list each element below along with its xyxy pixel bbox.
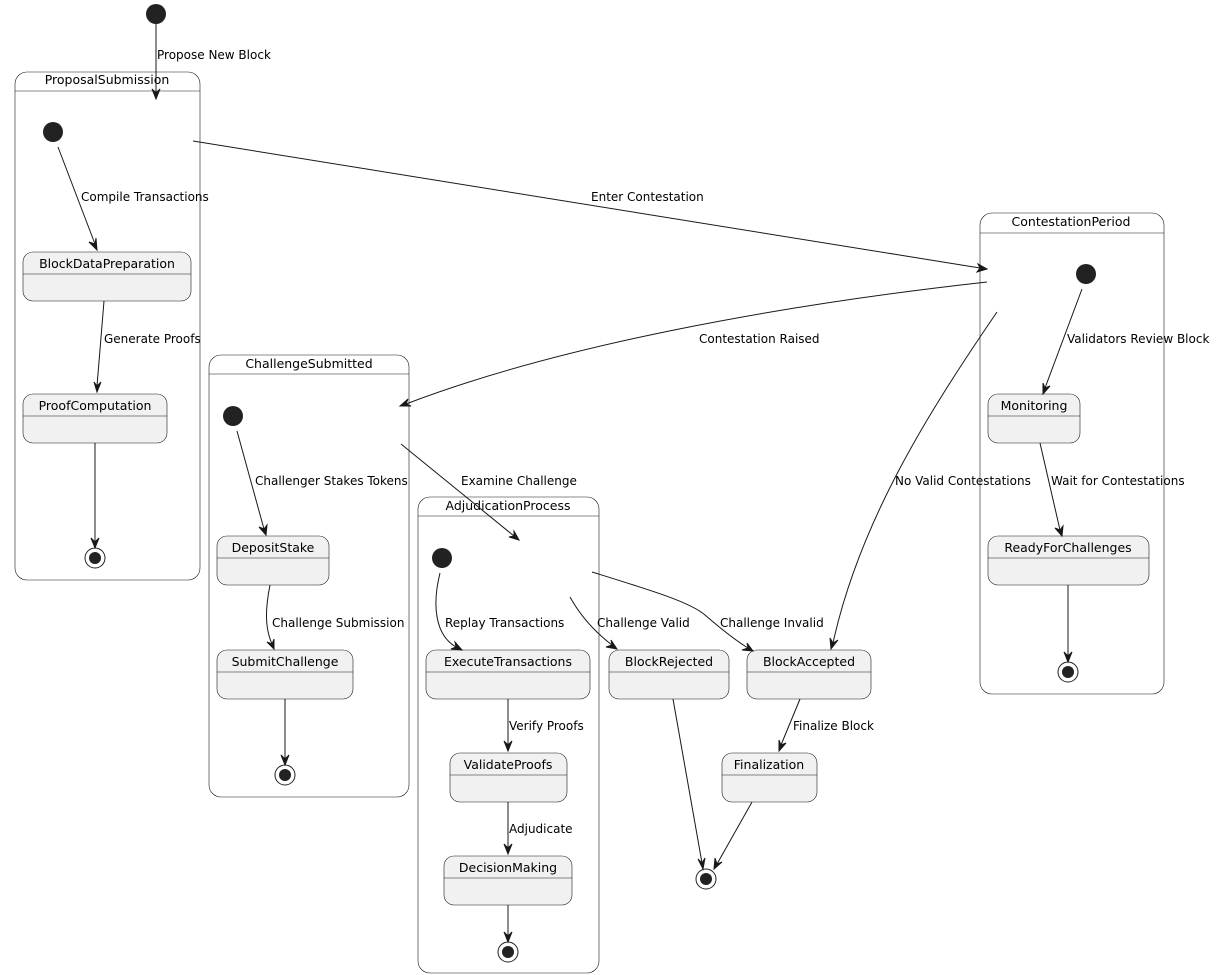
transition-ready-for-challenges-end [1063, 585, 1073, 664]
initial-state-adjudication-process [432, 548, 452, 568]
transition-finalization-end [713, 801, 753, 871]
svg-text:ValidateProofs: ValidateProofs [464, 757, 553, 772]
svg-text:Wait for Contestations: Wait for Contestations [1051, 474, 1185, 488]
svg-text:Adjudicate: Adjudicate [509, 822, 573, 836]
transition-validators-review-block: Validators Review Block [1042, 288, 1209, 396]
composite-title-challenge-submitted: ChallengeSubmitted [245, 356, 372, 371]
transition-submit-challenge-end [280, 699, 290, 767]
svg-text:Challenge Submission: Challenge Submission [272, 616, 404, 630]
svg-text:SubmitChallenge: SubmitChallenge [232, 654, 339, 669]
state-ready-for-challenges: ReadyForChallenges [987, 535, 1150, 586]
final-state-challenge-submitted [274, 764, 296, 786]
state-proof-computation: ProofComputation [22, 393, 168, 444]
final-state-main [695, 868, 717, 890]
svg-text:Examine Challenge: Examine Challenge [461, 474, 577, 488]
composite-title-proposal-submission: ProposalSubmission [45, 72, 170, 87]
transition-verify-proofs: Verify Proofs [503, 699, 584, 753]
transition-enter-contestation: Enter Contestation [192, 140, 989, 273]
transition-challenge-invalid: Challenge Invalid [591, 571, 824, 652]
initial-state-proposal-submission [43, 122, 63, 142]
svg-text:Contestation Raised: Contestation Raised [699, 332, 820, 346]
initial-state-contestation-period [1076, 264, 1096, 284]
svg-text:Compile Transactions: Compile Transactions [81, 190, 209, 204]
state-block-accepted: BlockAccepted [746, 649, 872, 700]
svg-text:Challenge Valid: Challenge Valid [597, 616, 690, 630]
transition-examine-challenge: Examine Challenge [400, 443, 577, 541]
state-execute-transactions: ExecuteTransactions [425, 649, 591, 700]
svg-text:Monitoring: Monitoring [1001, 398, 1068, 413]
svg-text:DecisionMaking: DecisionMaking [459, 860, 557, 875]
composite-contestation-period: ContestationPeriod [979, 212, 1165, 695]
state-block-rejected: BlockRejected [608, 649, 730, 700]
svg-text:Propose New Block: Propose New Block [157, 48, 271, 62]
transition-decision-making-end [503, 905, 513, 944]
svg-text:DepositStake: DepositStake [232, 540, 315, 555]
state-deposit-stake: DepositStake [216, 535, 330, 586]
initial-state-challenge-submitted [223, 406, 243, 426]
svg-text:Replay Transactions: Replay Transactions [445, 616, 564, 630]
svg-text:ReadyForChallenges: ReadyForChallenges [1004, 540, 1131, 555]
svg-text:Verify Proofs: Verify Proofs [509, 719, 584, 733]
transition-compile-transactions: Compile Transactions [57, 146, 209, 252]
transition-replay-transactions: Replay Transactions [435, 572, 564, 651]
transition-challenge-valid: Challenge Valid [569, 596, 690, 650]
state-monitoring: Monitoring [987, 393, 1081, 444]
svg-text:No Valid Contestations: No Valid Contestations [895, 474, 1031, 488]
transition-adjudicate: Adjudicate [503, 802, 573, 856]
transition-propose-new-block: Propose New Block [151, 24, 271, 101]
transition-challenge-submission: Challenge Submission [266, 584, 404, 651]
transition-no-valid-contestations: No Valid Contestations [829, 311, 1031, 651]
svg-text:Finalization: Finalization [734, 757, 804, 772]
svg-text:Generate Proofs: Generate Proofs [104, 332, 201, 346]
svg-text:Validators Review Block: Validators Review Block [1067, 332, 1209, 346]
transition-proof-computation-end [90, 443, 100, 550]
state-submit-challenge: SubmitChallenge [216, 649, 354, 700]
svg-text:BlockDataPreparation: BlockDataPreparation [39, 256, 175, 271]
state-finalization: Finalization [721, 752, 818, 803]
transition-block-rejected-end [672, 698, 706, 871]
final-state-adjudication-process [497, 941, 519, 963]
final-state-proposal-submission [84, 547, 106, 569]
svg-text:Enter Contestation: Enter Contestation [591, 190, 704, 204]
transition-finalize-block: Finalize Block [778, 698, 874, 753]
svg-text:Finalize Block: Finalize Block [793, 719, 874, 733]
composite-title-adjudication-process: AdjudicationProcess [446, 498, 571, 513]
state-decision-making: DecisionMaking [443, 855, 573, 906]
svg-text:ExecuteTransactions: ExecuteTransactions [444, 654, 572, 669]
svg-text:Challenge Invalid: Challenge Invalid [720, 616, 824, 630]
transition-challenger-stakes-tokens: Challenger Stakes Tokens [236, 430, 408, 537]
composite-proposal-submission: ProposalSubmission [14, 71, 201, 581]
transition-wait-for-contestations: Wait for Contestations [1039, 442, 1185, 538]
initial-state-main [146, 4, 166, 24]
state-validate-proofs: ValidateProofs [449, 752, 568, 803]
svg-text:ProofComputation: ProofComputation [39, 398, 152, 413]
svg-text:Challenger Stakes Tokens: Challenger Stakes Tokens [255, 474, 408, 488]
svg-text:BlockRejected: BlockRejected [625, 654, 713, 669]
transition-contestation-raised: Contestation Raised [398, 281, 988, 407]
final-state-contestation-period [1057, 661, 1079, 683]
composite-title-contestation-period: ContestationPeriod [1012, 214, 1131, 229]
state-block-data-preparation: BlockDataPreparation [22, 251, 192, 302]
transition-generate-proofs: Generate Proofs [93, 300, 201, 394]
svg-text:BlockAccepted: BlockAccepted [763, 654, 855, 669]
